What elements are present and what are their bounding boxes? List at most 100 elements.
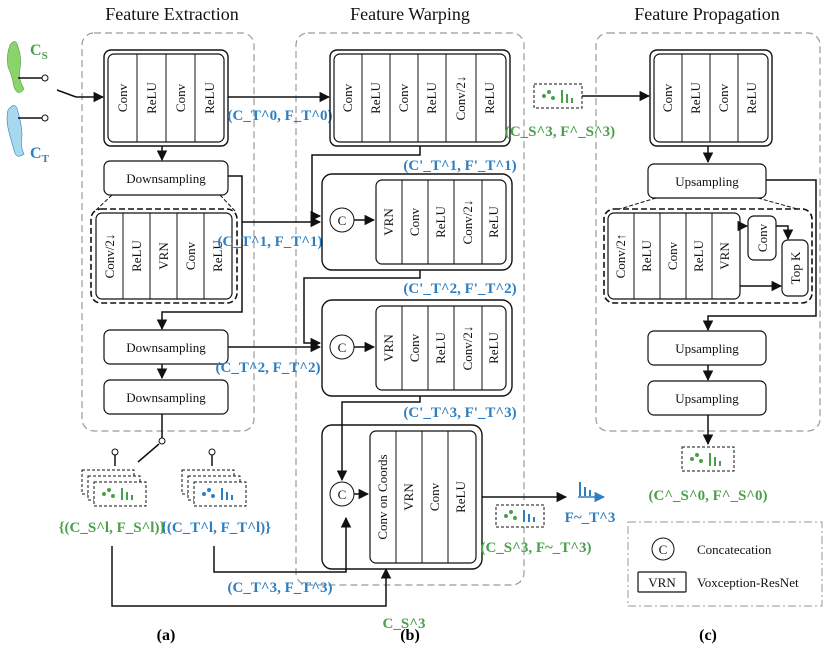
label-level3: (C_T^3, F_T^3) (228, 580, 333, 596)
svg-text:C: C (338, 340, 347, 355)
propagation-input-icon (533, 83, 583, 109)
svg-text:ReLU: ReLU (486, 332, 501, 364)
target-point-cloud-icon (6, 105, 25, 157)
svg-text:Conv: Conv (340, 83, 355, 112)
label-out-warp: (C_S^3, F~_T^3) (480, 540, 591, 556)
svg-text:ReLU: ReLU (639, 240, 654, 272)
svg-text:ReLU: ReLU (433, 206, 448, 238)
svg-text:Conv/2↑: Conv/2↑ (613, 234, 628, 279)
source-features-set-label: {(C_S^l, F_S^l)} (59, 520, 166, 536)
label-level0: (C_T^0, F_T^0) (228, 108, 333, 124)
caption-b: (b) (400, 627, 420, 644)
title-feature-warping: Feature Warping (350, 4, 470, 24)
svg-text:Conv: Conv (396, 83, 411, 112)
svg-text:VRN: VRN (381, 208, 396, 236)
ct-label: CT (30, 145, 50, 165)
caption-a: (a) (157, 627, 176, 644)
label-level1: (C_T^1, F_T^1) (218, 234, 323, 250)
svg-text:Downsampling: Downsampling (126, 340, 206, 355)
svg-text:Top K: Top K (788, 251, 803, 284)
downsampling-detail: Conv/2↓ ReLU VRN Conv ReLU (90, 208, 238, 304)
layer-relu: ReLU (202, 82, 217, 114)
downsampling-block-1: Downsampling (103, 160, 229, 196)
caption-c: (c) (699, 627, 717, 644)
label-warped3: (C'_T^3, F'_T^3) (403, 405, 516, 421)
upsampling-block-1: Upsampling (647, 163, 767, 199)
warped-features-icon (495, 504, 545, 528)
svg-text:Conv: Conv (660, 83, 675, 112)
svg-text:Downsampling: Downsampling (126, 171, 206, 186)
warping-block-3: C Conv on Coords VRN Conv ReLU (321, 424, 483, 570)
input-switch (18, 74, 105, 122)
layer-vrn: VRN (156, 242, 171, 270)
svg-text:Conv: Conv (407, 333, 422, 362)
svg-text:Upsampling: Upsampling (675, 391, 739, 406)
svg-text:Upsampling: Upsampling (675, 174, 739, 189)
label-in-prop: (C_S^3, F^_S^3) (505, 124, 615, 140)
upsampling-block-2: Upsampling (647, 330, 767, 366)
warping-conv-block: Conv ReLU Conv ReLU Conv/2↓ ReLU (329, 49, 511, 147)
svg-text:Downsampling: Downsampling (126, 390, 206, 405)
svg-text:ReLU: ReLU (691, 240, 706, 272)
layer-relu: ReLU (144, 82, 159, 114)
svg-text:Conv: Conv (755, 223, 770, 252)
target-feature-bars-icon (578, 482, 606, 503)
source-features-stack-icon (81, 469, 147, 507)
svg-text:Conv: Conv (407, 207, 422, 236)
layer-conv-down: Conv/2↓ (102, 234, 117, 279)
svg-text:VRN: VRN (381, 334, 396, 362)
svg-text:Upsampling: Upsampling (675, 341, 739, 356)
svg-text:ReLU: ReLU (433, 332, 448, 364)
warping-block-1: C VRN Conv ReLU Conv/2↓ ReLU (321, 173, 513, 271)
cs-label: CS (30, 42, 48, 62)
legend-vrn-text: Voxception-ResNet (697, 575, 799, 590)
layer-conv: Conv (173, 83, 188, 112)
downsampling-block-3: Downsampling (103, 379, 229, 415)
svg-text:ReLU: ReLU (453, 481, 468, 513)
label-out-prop: (C^_S^0, F^_S^0) (648, 488, 767, 504)
svg-text:ReLU: ReLU (486, 206, 501, 238)
label-cs3: C_S^3 (383, 616, 426, 632)
label-warped1: (C'_T^1, F'_T^1) (403, 158, 516, 174)
layer-relu: ReLU (129, 240, 144, 272)
svg-text:Conv on Coords: Conv on Coords (375, 454, 390, 539)
legend-concat-text: Concatecation (697, 542, 772, 557)
legend-vrn-symbol: VRN (648, 575, 676, 590)
target-features-set-label: {(C_T^l, F_T^l)} (161, 520, 271, 536)
svg-text:C: C (338, 487, 347, 502)
svg-text:Conv: Conv (716, 83, 731, 112)
label-warped2: (C'_T^2, F'_T^2) (403, 281, 516, 297)
label-ft3: F~_T^3 (565, 510, 616, 526)
propagation-conv-block: Conv ReLU Conv ReLU (649, 49, 773, 147)
layer-conv: Conv (183, 241, 198, 270)
target-features-stack-icon (181, 469, 247, 507)
svg-text:ReLU: ReLU (482, 82, 497, 114)
downsampling-block-2: Downsampling (103, 329, 229, 365)
legend: C Concatecation VRN Voxception-ResNet (627, 521, 823, 607)
svg-text:Conv/2↓: Conv/2↓ (453, 76, 468, 121)
source-point-cloud-icon (7, 41, 25, 93)
label-level2: (C_T^2, F_T^2) (216, 360, 321, 376)
svg-text:C: C (338, 213, 347, 228)
title-feature-extraction: Feature Extraction (105, 4, 238, 24)
legend-concat-symbol: C (659, 542, 668, 557)
propagation-output-icon (681, 446, 735, 472)
svg-text:Conv: Conv (665, 241, 680, 270)
warping-block-2: C VRN Conv ReLU Conv/2↓ ReLU (321, 299, 513, 397)
title-feature-propagation: Feature Propagation (634, 4, 779, 24)
svg-text:ReLU: ReLU (688, 82, 703, 114)
svg-text:Conv/2↓: Conv/2↓ (460, 200, 475, 245)
svg-text:ReLU: ReLU (368, 82, 383, 114)
upsampling-block-3: Upsampling (647, 380, 767, 416)
layer-relu: ReLU (210, 240, 225, 272)
svg-text:Conv/2↓: Conv/2↓ (460, 326, 475, 371)
upsampling-detail: Conv/2↑ ReLU Conv ReLU VRN Conv Top K (603, 208, 813, 304)
panel-warping (295, 32, 525, 586)
svg-text:ReLU: ReLU (424, 82, 439, 114)
svg-text:Conv: Conv (427, 482, 442, 511)
panel-extraction (81, 32, 255, 432)
extraction-conv-block: Conv ReLU Conv ReLU (103, 49, 229, 147)
svg-text:ReLU: ReLU (744, 82, 759, 114)
svg-text:VRN: VRN (717, 242, 732, 270)
